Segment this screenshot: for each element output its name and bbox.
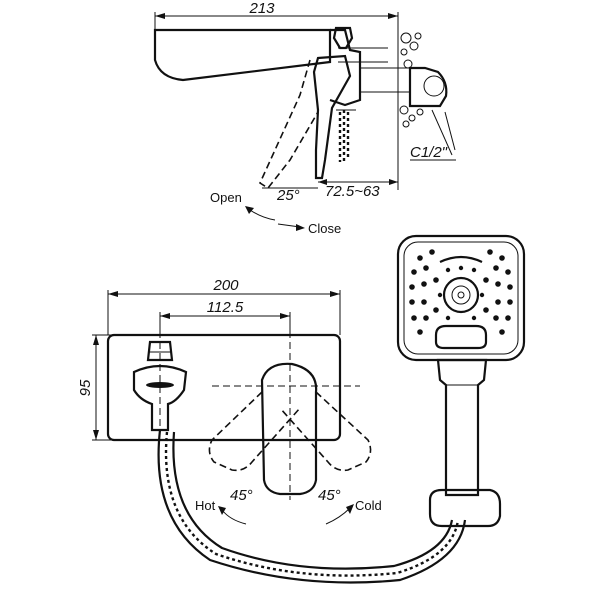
front-view: 200 112.5 95 45° 45° [77, 234, 526, 584]
angle-hot: 45° [230, 487, 253, 504]
side-view: 213 [153, 0, 456, 236]
valve-body [329, 28, 362, 107]
hose-outlet [132, 364, 188, 432]
lever-dashed [258, 59, 319, 190]
lever-solid [312, 54, 352, 180]
dim-200: 200 [212, 277, 239, 294]
shower-handle [436, 358, 488, 497]
lever-hot-position [208, 391, 301, 472]
dim-213: 213 [248, 0, 275, 17]
dim-angle-25: 25° [276, 187, 300, 204]
dim-travel: 72.5~63 [325, 183, 380, 200]
spray-button [434, 324, 488, 350]
mixer-lever [260, 362, 318, 496]
cartridge-hatch [338, 110, 350, 164]
diverter-front [146, 340, 174, 362]
cover-plate [106, 333, 342, 442]
wall-connector [408, 66, 448, 108]
label-cold: Cold [355, 498, 382, 513]
thread-size: C1/2" [410, 144, 448, 161]
spout-outline [153, 28, 332, 82]
wall-stones [399, 32, 424, 128]
label-hot: Hot [195, 498, 216, 513]
angle-cold: 45° [318, 487, 341, 504]
spray-selector-top [439, 255, 483, 263]
label-open: Open [210, 190, 242, 205]
shower-hose [157, 429, 467, 584]
hose-bracket [428, 488, 502, 528]
dim-95: 95 [77, 379, 94, 396]
label-close: Close [308, 221, 341, 236]
shower-head [396, 234, 526, 362]
spray-nozzles [409, 249, 513, 335]
dim-112-5: 112.5 [207, 299, 244, 316]
spray-center [442, 276, 480, 314]
lever-cold-position [279, 391, 372, 472]
